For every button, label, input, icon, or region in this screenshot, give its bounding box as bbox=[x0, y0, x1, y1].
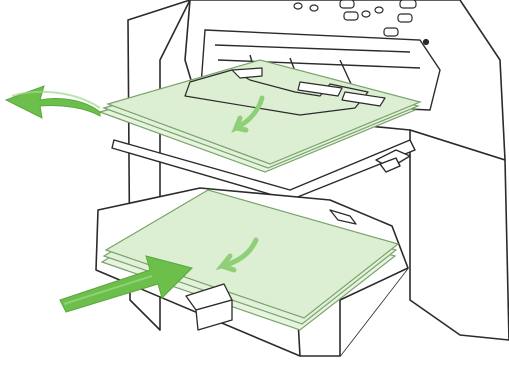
panel-button[interactable] bbox=[339, 0, 355, 9]
panel-button[interactable] bbox=[361, 10, 371, 18]
panel-button[interactable] bbox=[309, 4, 319, 12]
output-hint-arrow-icon bbox=[231, 95, 265, 134]
control-panel bbox=[293, 0, 430, 46]
output-tray bbox=[111, 139, 416, 201]
status-light bbox=[422, 38, 430, 46]
output-paper-guide bbox=[184, 67, 386, 116]
curved-green-arrow-icon bbox=[4, 85, 101, 119]
panel-button[interactable] bbox=[399, 0, 417, 9]
panel-button[interactable] bbox=[374, 6, 384, 14]
input-paper-guide[interactable] bbox=[185, 209, 357, 331]
panel-button[interactable] bbox=[343, 11, 359, 21]
panel-button[interactable] bbox=[383, 27, 399, 37]
input-paper-stack bbox=[100, 189, 400, 331]
panel-button[interactable] bbox=[293, 2, 303, 10]
straight-green-arrow-icon bbox=[59, 255, 193, 313]
panel-button[interactable] bbox=[397, 13, 413, 23]
input-hint-arrow-icon bbox=[215, 237, 259, 273]
